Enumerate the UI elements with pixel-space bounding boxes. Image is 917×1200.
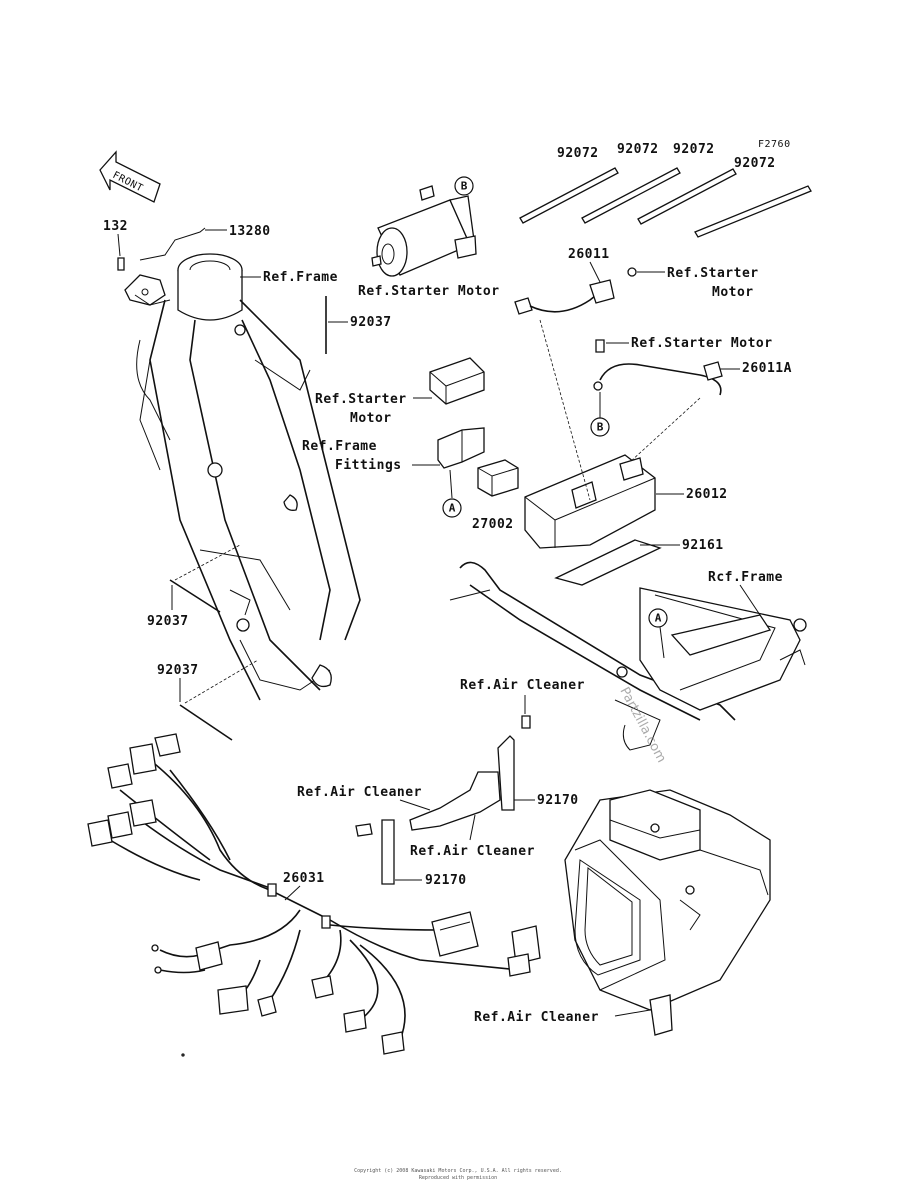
bracket-92170-a [409,735,515,831]
ref-starter-motor-left-a-label: Ref.Starter [315,392,407,407]
copyright-line-2: Reproduced with permission [419,1175,497,1181]
part-92037-mid-label: 92037 [147,614,189,629]
part-27002-label: 27002 [472,517,514,532]
part-26031-label: 26031 [283,871,325,886]
main-wiring-harness [87,733,541,1057]
bracket-92170-b [381,819,395,885]
watermark: Partzilla.com [616,685,668,765]
ref-starter-motor-left-b-label: Motor [350,411,392,426]
ref-air-cleaner-mid-label: Ref.Air Cleaner [410,844,535,859]
starter-motor-drawing [371,185,477,277]
callout-b-top: B [461,180,468,193]
ref-air-cleaner-left-label: Ref.Air Cleaner [297,785,422,800]
copyright-line-1: Copyright (c) 2008 Kawasaki Motors Corp.… [354,1168,562,1174]
cable-26011A [593,339,723,396]
part-26011A-label: 26011A [742,361,792,376]
part-92072-4-label: 92072 [734,156,776,171]
cable-ties [519,167,812,238]
ref-starter-motor-right1b-label: Motor [712,285,754,300]
front-arrow-icon: FRONT [99,150,161,203]
rear-frame-drawing [449,561,807,751]
ref-frame-fittings-b-label: Fittings [335,458,402,473]
ref-frame-top-label: Ref.Frame [263,270,338,285]
callout-a-left: A [449,502,456,515]
ref-air-cleaner-top-label: Ref.Air Cleaner [460,678,585,693]
part-132-label: 132 [103,219,128,234]
starter-relay-drawing [429,357,485,405]
part-26012-label: 26012 [686,487,728,502]
fuse-27002-drawing [477,459,519,497]
ref-starter-motor-right2-label: Ref.Starter Motor [631,336,773,351]
ref-air-cleaner-bottom-label: Ref.Air Cleaner [474,1010,599,1025]
ref-frame-right-label: Rcf.Frame [708,570,783,585]
relay-bracket-drawing [437,427,485,469]
part-92170-b-label: 92170 [425,873,467,888]
callout-b-mid: B [597,421,604,434]
part-92170-a-label: 92170 [537,793,579,808]
callout-a-right: A [655,612,662,625]
pad-92161 [554,539,662,586]
figure-code: F2760 [758,139,791,150]
battery-26012-drawing [524,454,656,549]
part-92072-3-label: 92072 [673,142,715,157]
ref-starter-motor-right1a-label: Ref.Starter [667,266,759,281]
part-92072-1-label: 92072 [557,146,599,161]
part-92161-label: 92161 [682,538,724,553]
ref-frame-fittings-a-label: Ref.Frame [302,439,377,454]
frame-drawing [136,253,361,701]
cable-26011 [514,279,615,315]
part-13280-label: 13280 [229,224,271,239]
part-26011-label: 26011 [568,247,610,262]
part-92037-low-label: 92037 [157,663,199,678]
part-92037-top-label: 92037 [350,315,392,330]
ref-starter-motor-top-label: Ref.Starter Motor [358,284,500,299]
air-cleaner-housing-drawing [564,789,771,1036]
bracket-13280 [117,227,206,306]
part-92072-2-label: 92072 [617,142,659,157]
